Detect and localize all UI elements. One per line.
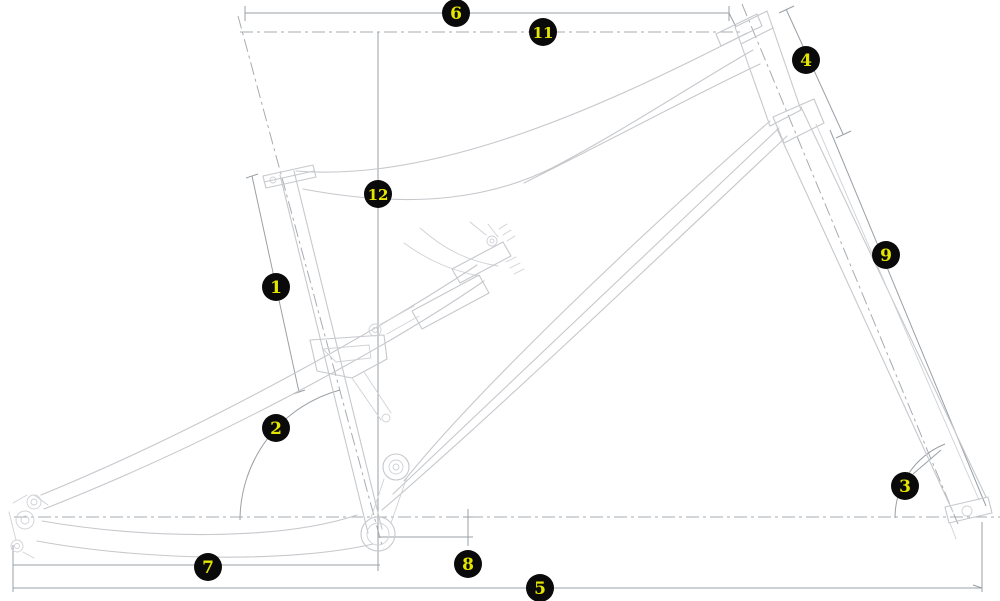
- callout-circle: [454, 550, 482, 578]
- seat-clamp-bolt: [269, 176, 277, 184]
- callout-circle: [364, 180, 392, 208]
- dim-bb-drop: [378, 509, 473, 546]
- callout-circle: [262, 273, 290, 301]
- callout-circle: [792, 46, 820, 74]
- callout-number: 1: [270, 278, 282, 298]
- callout-9: 9: [872, 241, 900, 269]
- down-tube: [381, 120, 788, 511]
- callout-3: 3: [891, 472, 919, 500]
- rocker-link: [309, 334, 392, 423]
- callout-6: 6: [442, 0, 470, 27]
- dim-wheelbase: [13, 522, 983, 592]
- dim-top-tube: [244, 6, 737, 28]
- bike-frame-linework: [8, 10, 993, 559]
- callout-circle: [194, 553, 222, 581]
- callout-8: 8: [454, 550, 482, 578]
- callout-circle: [872, 241, 900, 269]
- seat-tube: [279, 170, 383, 534]
- callout-11: 11: [529, 18, 557, 46]
- callout-circle: [529, 18, 557, 46]
- shock-adjuster-ribs: [498, 223, 525, 275]
- callout-5: 5: [526, 574, 554, 601]
- head-tube: [734, 10, 802, 127]
- callout-12: 12: [364, 180, 392, 208]
- top-tube: [295, 32, 761, 201]
- callout-4: 4: [792, 46, 820, 74]
- callout-number: 6: [450, 4, 462, 24]
- fork: [772, 98, 993, 540]
- callout-1: 1: [262, 273, 290, 301]
- callout-number: 4: [800, 51, 812, 71]
- dim-head-tube: [778, 5, 852, 139]
- callout-circle: [262, 414, 290, 442]
- bottom-bracket: [360, 453, 410, 552]
- seat-clamp: [262, 164, 317, 189]
- callout-circle: [442, 0, 470, 27]
- front-axle: [944, 496, 993, 524]
- rear-shock: [368, 221, 525, 337]
- callout-number: 5: [534, 579, 546, 599]
- callout-number: 11: [533, 24, 554, 42]
- callout-number: 2: [270, 419, 282, 439]
- callout-number: 12: [368, 186, 389, 204]
- shock-yoke: [403, 227, 499, 277]
- callout-number: 8: [462, 555, 474, 575]
- seat-stays: [40, 264, 485, 510]
- dim-fork-length: [829, 129, 987, 507]
- callout-circle: [891, 472, 919, 500]
- seat-tube-axis-line: [237, 15, 384, 550]
- dim-seat-angle-arc: [239, 389, 341, 521]
- headset-spacer: [715, 13, 763, 47]
- callout-circle: [526, 574, 554, 601]
- callout-number: 3: [899, 477, 911, 497]
- rear-dropout: [8, 494, 49, 559]
- dimension-lines: [12, 3, 1000, 592]
- callout-2: 2: [262, 414, 290, 442]
- callout-number: 9: [880, 246, 892, 266]
- steering-axis-line: [741, 3, 959, 525]
- callout-7: 7: [194, 553, 222, 581]
- chain-stays: [36, 514, 374, 558]
- callout-number: 7: [202, 558, 214, 578]
